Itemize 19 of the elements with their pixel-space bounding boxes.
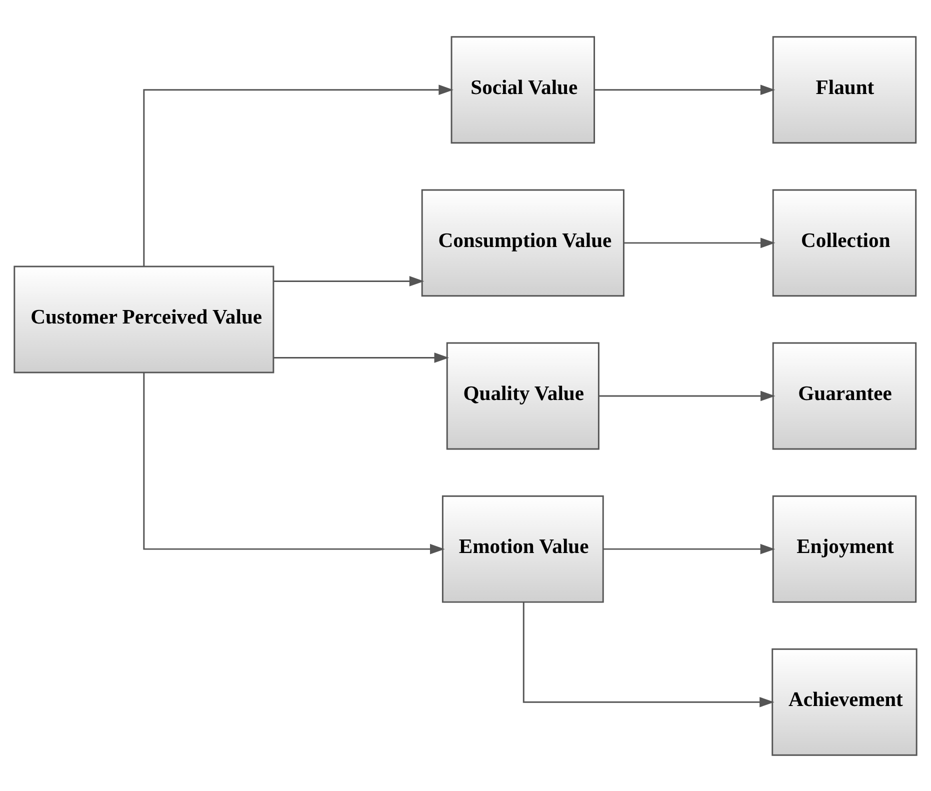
node-box: Guarantee: [772, 342, 917, 450]
arrow: [143, 372, 445, 554]
arrow: [274, 276, 424, 286]
arrow: [594, 84, 776, 95]
arrow: [522, 602, 774, 707]
arrow: [143, 84, 454, 266]
node-box: Customer Perceived Value: [14, 265, 274, 373]
node-box: Collection: [772, 188, 917, 296]
node-box: Flaunt: [772, 36, 917, 144]
arrow: [598, 390, 776, 401]
node-box: Consumption Value: [421, 188, 624, 296]
node-box: Enjoyment: [772, 494, 917, 602]
arrow: [274, 352, 449, 362]
arrow: [624, 237, 776, 248]
node-box: Achievement: [772, 648, 918, 756]
node-box: Quality Value: [446, 342, 600, 450]
node-box: Social Value: [450, 36, 596, 144]
node-box: Emotion Value: [442, 494, 604, 602]
arrow: [603, 543, 776, 554]
